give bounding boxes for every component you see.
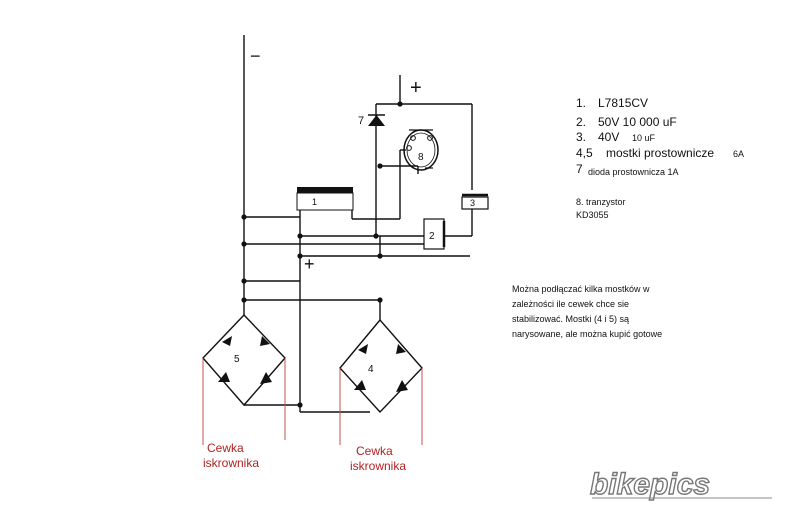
legend-1-text: L7815CV [598, 96, 648, 110]
legend-2-text: 50V 10 000 uF [598, 115, 677, 129]
legend-3-text: 40V [598, 130, 619, 144]
wires [243, 35, 473, 413]
coil-leads [202, 358, 423, 445]
legend-2-number: 2. [576, 115, 586, 129]
plus-midline-label: + [304, 254, 315, 274]
transistor-number: 8 [418, 152, 424, 163]
coil-left-label-1: Cewka [207, 441, 244, 455]
legend-3-number: 3. [576, 130, 586, 144]
legend-7-text: dioda prostownicza 1A [588, 167, 679, 177]
regulator-number: 1 [312, 197, 317, 207]
note-line-3: stabilizować. Mostki (4 i 5) są [512, 314, 629, 324]
bridge-right: 4 [339, 319, 423, 414]
junctions [241, 101, 403, 408]
regulator-component: 1 [296, 187, 354, 211]
legend-7-number: 7 [576, 162, 583, 176]
bridge-left-number: 5 [234, 354, 240, 365]
coil-right-label-2: iskrownika [350, 459, 406, 473]
legend-8-line1: 8. tranzystor [576, 197, 626, 207]
transistor-component: 8 [403, 129, 439, 171]
bridge-right-number: 4 [368, 364, 374, 375]
note-line-4: narysowane, ale można kupić gotowe [512, 329, 662, 339]
legend-45-number: 4,5 [576, 146, 593, 160]
bikepics-watermark: bikepics [589, 467, 772, 502]
cap-big-component: 2 [423, 218, 446, 250]
cap-big-number: 2 [429, 231, 435, 242]
minus-terminal-label: − [250, 46, 261, 66]
coil-left-label-2: iskrownika [203, 456, 259, 470]
bridge-left: 5 [202, 314, 286, 407]
diode-component: 7 [358, 114, 385, 127]
legend: 1. L7815CV 2. 50V 10 000 uF 3. 40V 10 uF… [576, 96, 744, 220]
diode-number: 7 [358, 115, 364, 127]
plus-terminal-label: + [410, 77, 422, 99]
note-line-2: zależności ile cewek chce sie [512, 299, 629, 309]
legend-8-line2: KD3055 [576, 210, 609, 220]
legend-45-sub: 6A [733, 149, 744, 159]
note-block: Można podłączać kilka mostków w zależnoś… [512, 284, 662, 339]
cap-small-component: 3 [461, 193, 489, 210]
watermark-text: bikepics [590, 468, 710, 501]
legend-1-number: 1. [576, 96, 586, 110]
legend-45-text: mostki prostownicze [606, 146, 714, 160]
coil-right-label-1: Cewka [356, 444, 393, 458]
cap-small-number: 3 [470, 198, 475, 208]
note-line-1: Można podłączać kilka mostków w [512, 284, 650, 294]
legend-3-sub: 10 uF [632, 133, 656, 143]
